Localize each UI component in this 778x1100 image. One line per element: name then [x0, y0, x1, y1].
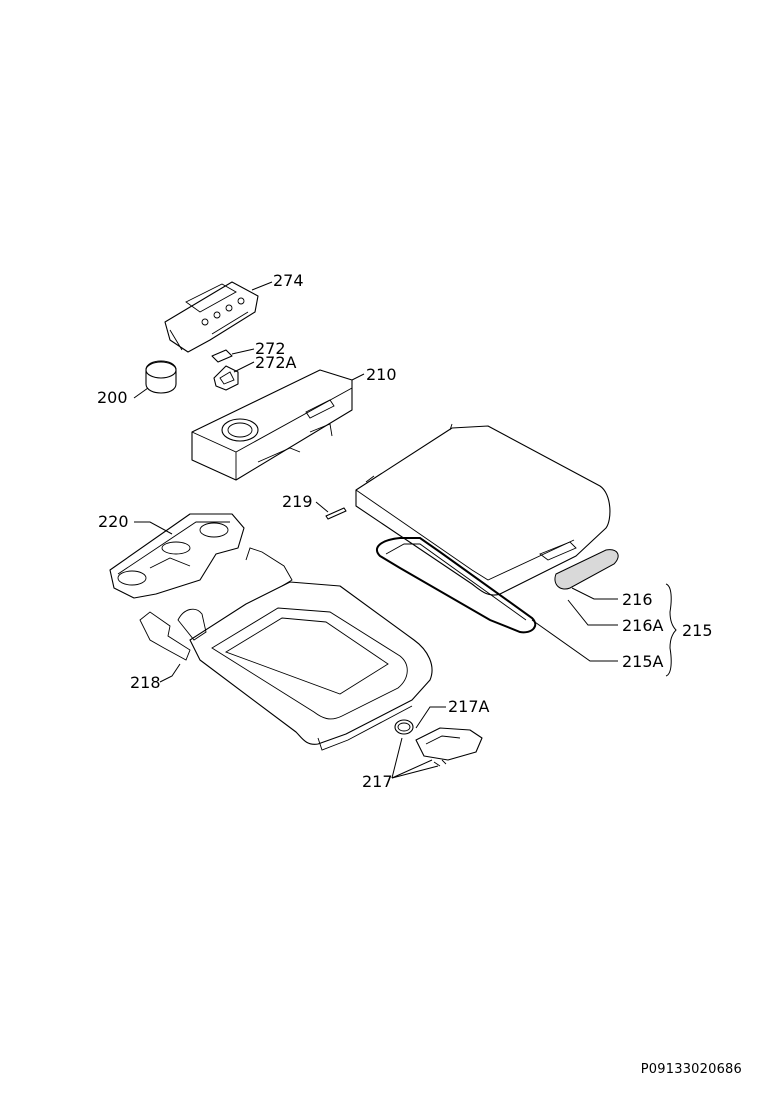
part-217-drain-pump	[415, 727, 483, 767]
part-272a-bracket	[213, 365, 239, 391]
label-220: 220	[98, 512, 129, 531]
label-200: 200	[97, 388, 128, 407]
label-217: 217	[362, 772, 393, 791]
part-200-knob	[145, 360, 177, 394]
part-215-lid	[355, 423, 611, 596]
part-216-handle	[554, 549, 619, 590]
part-272-connector	[211, 349, 233, 363]
label-272a: 272A	[255, 353, 297, 372]
label-210: 210	[366, 365, 397, 384]
leader-lines	[133, 281, 677, 779]
label-218: 218	[130, 673, 161, 692]
label-216a: 216A	[622, 616, 664, 635]
part-218-top-frame	[139, 547, 433, 751]
part-215a-lid-gasket	[375, 537, 537, 634]
part-217a-seal-ring	[394, 719, 414, 735]
label-219: 219	[282, 492, 313, 511]
part-274-control-board	[164, 281, 259, 353]
label-217a: 217A	[448, 697, 490, 716]
reference-code: P09133020686	[640, 1062, 742, 1077]
part-210-control-panel	[191, 369, 353, 481]
label-215: 215	[682, 621, 713, 640]
label-272: 272	[255, 339, 286, 358]
label-215a: 215A	[622, 652, 664, 671]
part-220-dispenser	[109, 513, 245, 599]
label-216: 216	[622, 590, 653, 609]
part-219-hinge-pin	[325, 507, 347, 520]
label-274: 274	[273, 271, 304, 290]
